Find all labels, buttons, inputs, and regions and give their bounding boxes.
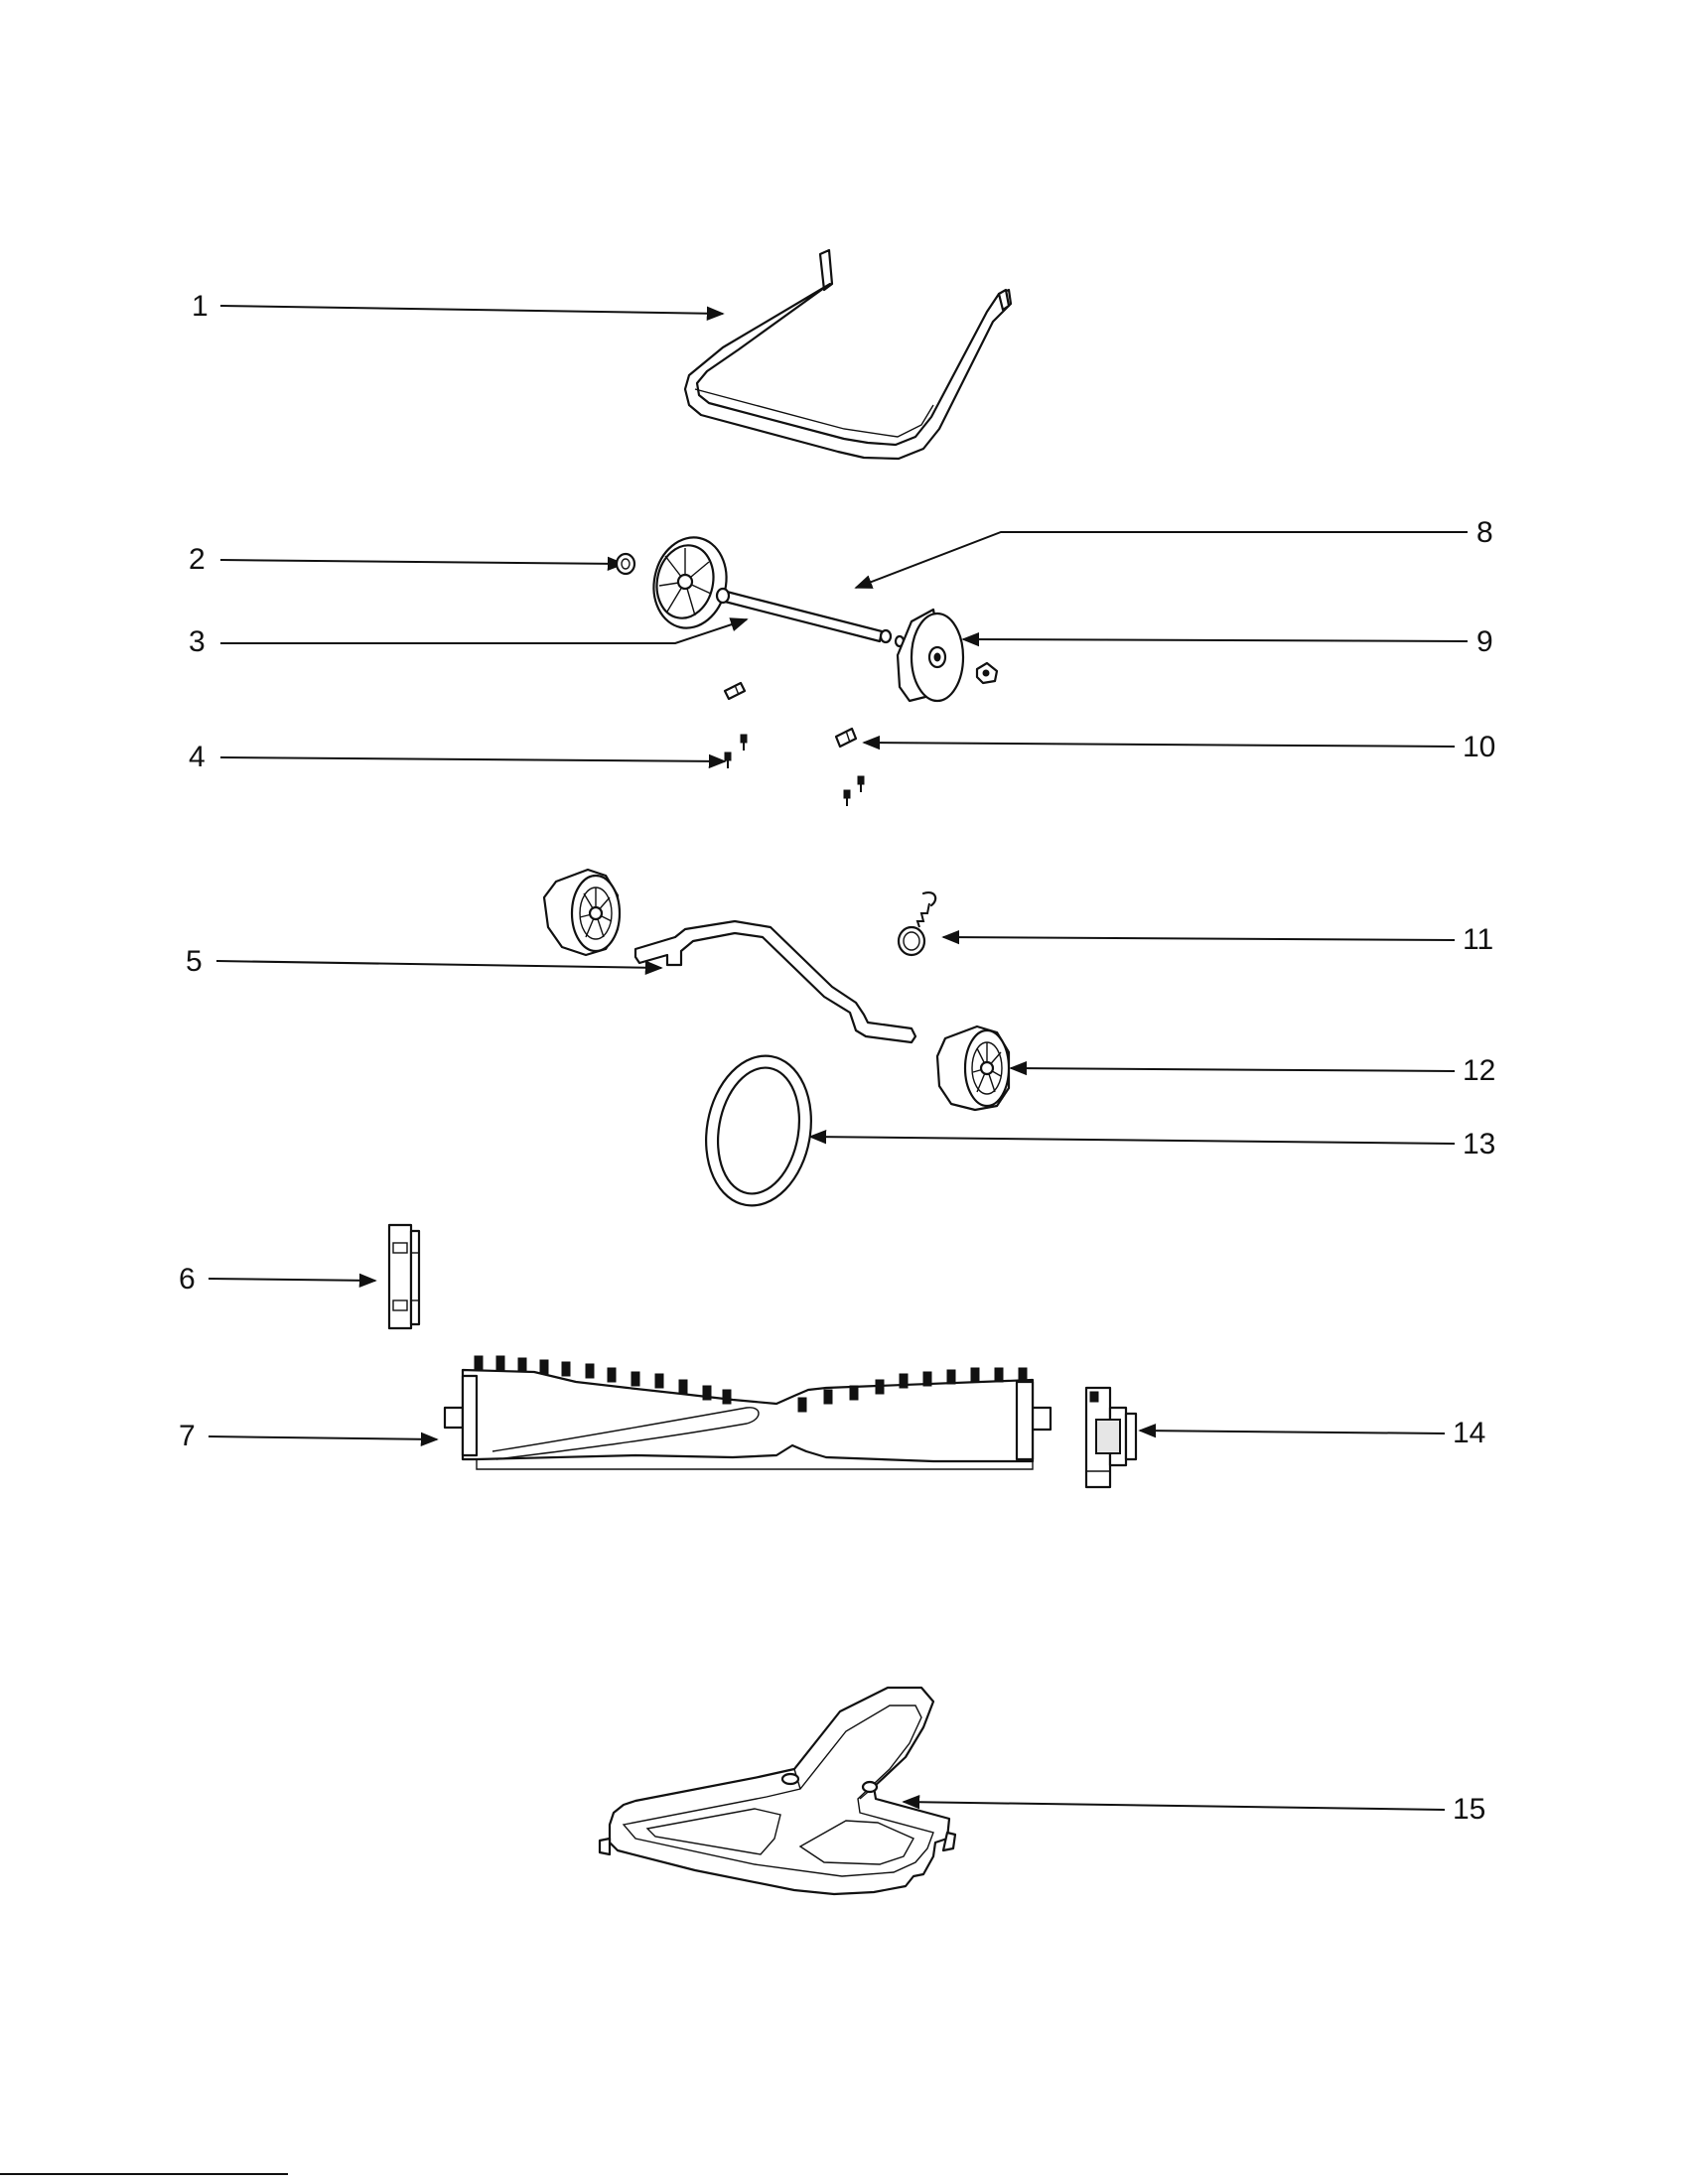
leader-7: [208, 1432, 439, 1446]
callout-label-15: 15: [1453, 1793, 1485, 1826]
leader-5: [215, 960, 663, 975]
front-wheel-left: [542, 868, 622, 957]
rear-axle: [715, 587, 906, 648]
leader-8: [854, 531, 1468, 589]
callout-label-4: 4: [189, 741, 206, 773]
rear-wheel-right: [896, 608, 965, 703]
callout-label-1: 1: [192, 290, 209, 323]
leader-6: [208, 1273, 377, 1289]
brushroll-end-cap-right: [1084, 1386, 1138, 1489]
callout-label-5: 5: [186, 945, 203, 978]
leader-2: [219, 556, 626, 572]
callout-label-12: 12: [1463, 1054, 1495, 1087]
front-wheel-right: [935, 1024, 1011, 1112]
brush-bristles: [474, 1355, 1028, 1413]
axle-nut: [615, 552, 636, 576]
callout-label-9: 9: [1476, 625, 1493, 658]
handle-bail: [683, 248, 1013, 461]
leader-lines: [208, 305, 1469, 1811]
leader-12: [1009, 1060, 1456, 1076]
screws-left: [724, 734, 748, 768]
callout-label-2: 2: [189, 543, 206, 576]
axle-clip-right: [834, 727, 858, 749]
leader-9: [961, 631, 1469, 647]
drive-belt: [705, 1054, 812, 1207]
leader-3: [220, 617, 749, 644]
callout-label-10: 10: [1463, 731, 1495, 763]
screws-right: [843, 775, 865, 806]
brushroll-end-cap-left: [387, 1223, 421, 1330]
callout-label-3: 3: [189, 625, 206, 658]
leader-15: [902, 1795, 1446, 1811]
callout-label-6: 6: [179, 1263, 196, 1296]
callout-label-11: 11: [1463, 923, 1493, 956]
leader-4: [219, 753, 727, 769]
spring: [897, 891, 937, 957]
brushroll: [443, 1355, 1052, 1470]
leader-13: [808, 1129, 1456, 1145]
leader-10: [862, 735, 1456, 751]
leader-11: [941, 929, 1456, 945]
callout-label-14: 14: [1453, 1417, 1485, 1449]
base-plate: [598, 1686, 957, 1896]
callout-label-8: 8: [1476, 516, 1493, 549]
callout-label-7: 7: [179, 1420, 196, 1452]
leader-1: [219, 305, 725, 321]
callout-label-13: 13: [1463, 1128, 1495, 1160]
hub-cap: [975, 661, 999, 685]
leader-14: [1138, 1423, 1446, 1438]
axle-clip-left: [723, 681, 747, 701]
front-axle: [633, 919, 917, 1044]
rear-wheel-left: [652, 536, 728, 629]
